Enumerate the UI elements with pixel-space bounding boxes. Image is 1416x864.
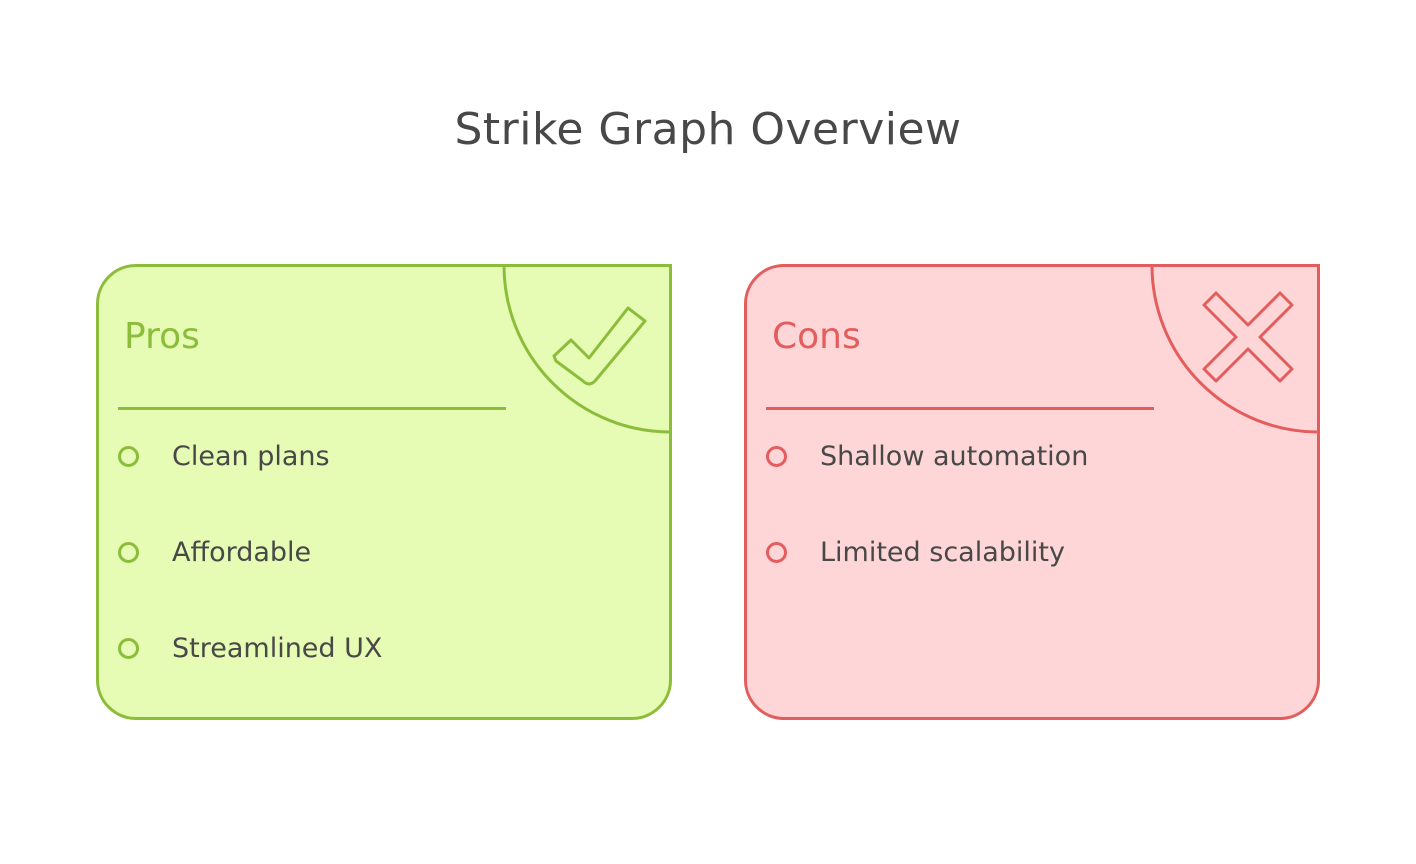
x-icon — [1202, 291, 1294, 383]
pros-panel: Pros Clean plans Affordable Streamlined … — [96, 264, 672, 720]
circle-bullet-icon — [118, 445, 139, 467]
cons-divider — [766, 407, 1154, 410]
pros-list-item: Affordable — [118, 532, 311, 572]
pros-item-label: Streamlined UX — [172, 632, 383, 664]
pros-item-label: Clean plans — [172, 440, 330, 472]
cons-list-item: Limited scalability — [766, 532, 1065, 572]
cons-heading: Cons — [772, 316, 861, 357]
cons-item-label: Shallow automation — [820, 440, 1089, 472]
circle-bullet-icon — [118, 541, 139, 563]
pros-item-label: Affordable — [172, 536, 312, 568]
circle-bullet-icon — [118, 637, 139, 659]
circle-bullet-icon — [766, 445, 787, 467]
pros-list-item: Streamlined UX — [118, 628, 382, 668]
cons-list-item: Shallow automation — [766, 436, 1088, 476]
cons-panel-frame — [744, 264, 1320, 720]
pros-panel-frame — [96, 264, 672, 720]
check-icon — [552, 306, 647, 386]
pros-heading: Pros — [124, 316, 200, 357]
cons-item-label: Limited scalability — [820, 536, 1065, 568]
pros-list-item: Clean plans — [118, 436, 330, 476]
cons-panel: Cons Shallow automation Limited scalabil… — [744, 264, 1320, 720]
pros-divider — [118, 407, 506, 410]
circle-bullet-icon — [766, 541, 787, 563]
page-title: Strike Graph Overview — [454, 104, 962, 155]
